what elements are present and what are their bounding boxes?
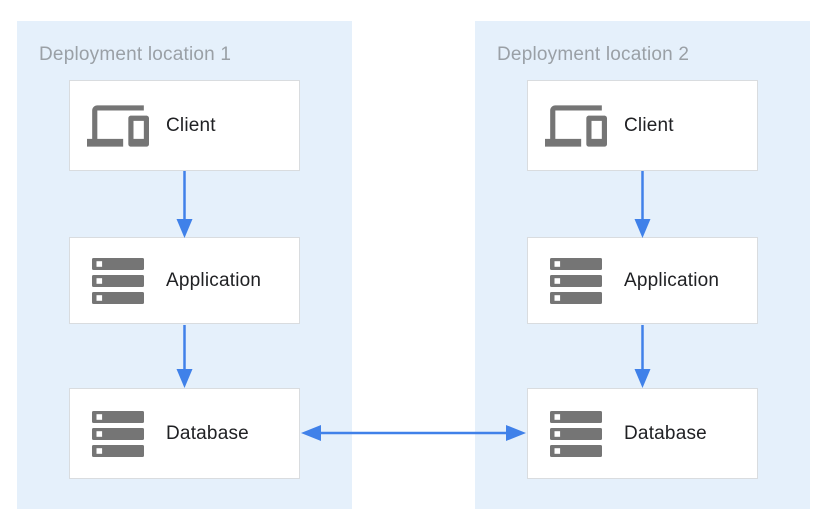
deployment-location-2-panel: Deployment location 2 Client A	[475, 21, 810, 509]
panel-title: Deployment location 1	[39, 44, 232, 65]
devices-icon	[87, 95, 149, 157]
server-stack-icon	[87, 410, 149, 457]
node-label: Client	[166, 114, 216, 136]
devices-icon	[545, 95, 607, 157]
node-label: Database	[624, 422, 707, 444]
server-stack-icon	[87, 257, 149, 304]
deployment-location-1-panel: Deployment location 1 Client A	[17, 21, 352, 509]
panel-title: Deployment location 2	[497, 44, 690, 65]
node-client-1: Client	[69, 80, 300, 171]
node-application-2: Application	[527, 237, 758, 324]
node-label: Database	[166, 422, 249, 444]
node-database-1: Database	[69, 388, 300, 479]
node-label: Application	[166, 269, 262, 291]
node-label: Application	[624, 269, 720, 291]
node-database-2: Database	[527, 388, 758, 479]
node-label: Client	[624, 114, 674, 136]
node-application-1: Application	[69, 237, 300, 324]
server-stack-icon	[545, 410, 607, 457]
node-client-2: Client	[527, 80, 758, 171]
server-stack-icon	[545, 257, 607, 304]
